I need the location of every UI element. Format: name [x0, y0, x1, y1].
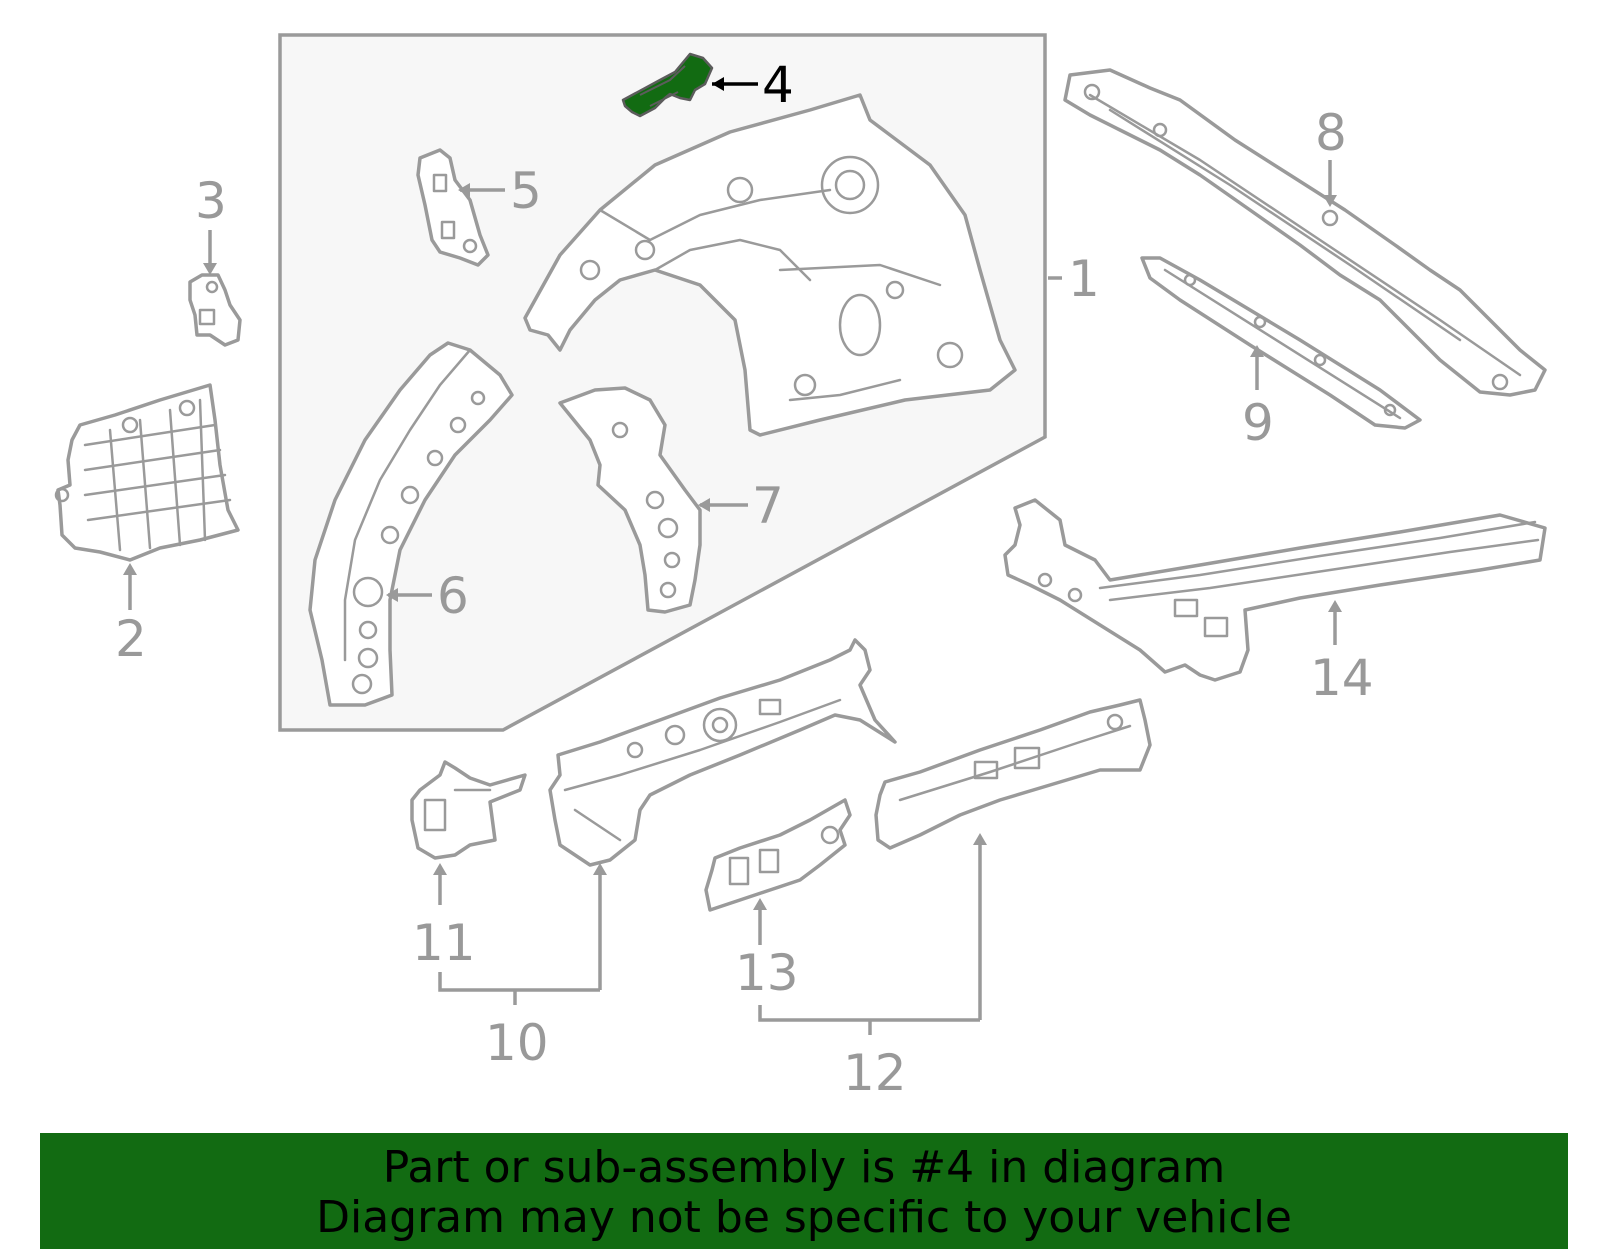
- part-13-reinforcement[interactable]: [704, 798, 852, 912]
- info-banner: Part or sub-assembly is #4 in diagram Di…: [40, 1133, 1568, 1249]
- part-10-upper-member[interactable]: [548, 638, 897, 867]
- callout-9: 9: [1242, 394, 1274, 452]
- callout-12: 12: [843, 1044, 907, 1102]
- banner-line-disclaimer: Diagram may not be specific to your vehi…: [316, 1192, 1292, 1243]
- callout-4: 4: [762, 56, 794, 114]
- part-14-side-member[interactable]: [1003, 498, 1547, 682]
- part-1-wheelhouse[interactable]: [523, 93, 1017, 437]
- callout-5: 5: [510, 162, 542, 220]
- callout-11: 11: [412, 914, 476, 972]
- callout-2: 2: [115, 610, 147, 668]
- part-9-strip[interactable]: [1140, 256, 1422, 430]
- part-6-arch-reinforcement[interactable]: [308, 341, 514, 707]
- part-5-bracket[interactable]: [416, 148, 490, 267]
- part-4-bracket-highlighted[interactable]: [621, 52, 714, 118]
- banner-line-part: Part or sub-assembly is #4 in diagram: [382, 1142, 1226, 1193]
- part-7-brace[interactable]: [558, 386, 702, 614]
- callout-3: 3: [195, 172, 227, 230]
- callout-13: 13: [735, 944, 799, 1002]
- part-11-bracket[interactable]: [410, 760, 527, 860]
- part-12-lower-member[interactable]: [874, 698, 1152, 850]
- callout-10: 10: [485, 1014, 549, 1072]
- part-2-panel[interactable]: [54, 383, 240, 562]
- callout-1: 1: [1068, 250, 1100, 308]
- part-3-bracket[interactable]: [188, 273, 242, 347]
- part-8-rail[interactable]: [1063, 68, 1547, 397]
- callout-8: 8: [1315, 104, 1347, 162]
- callout-14: 14: [1310, 649, 1374, 707]
- callout-6: 6: [437, 567, 469, 625]
- callout-7: 7: [752, 477, 784, 535]
